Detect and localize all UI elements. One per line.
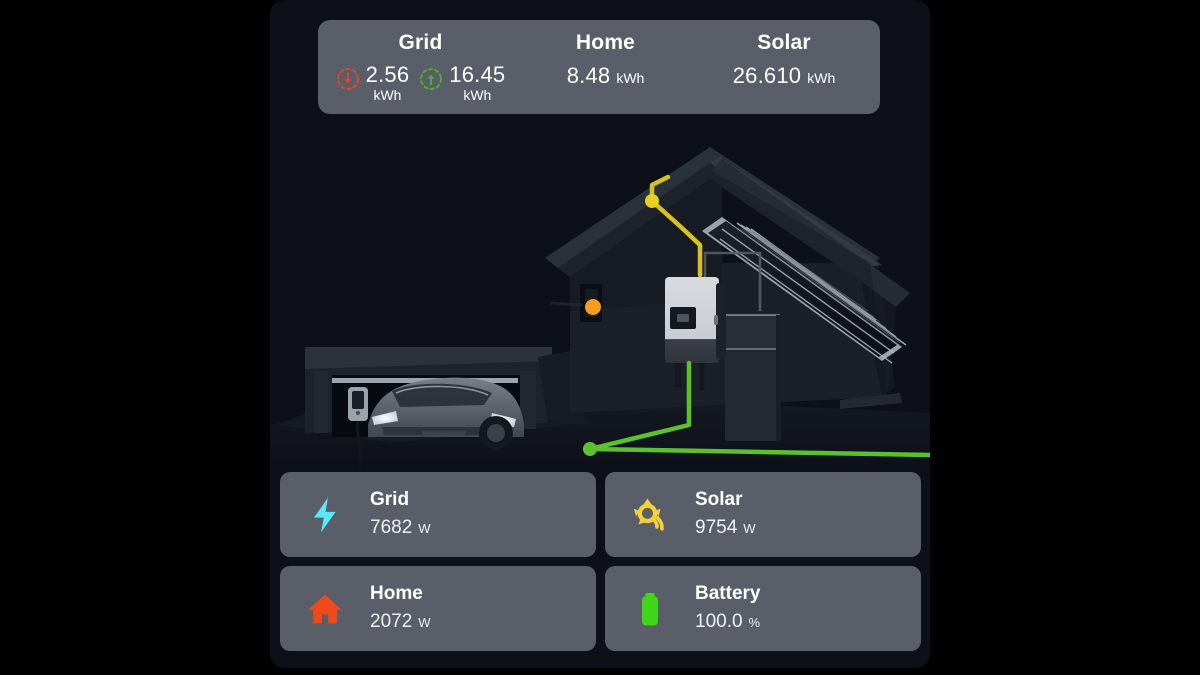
grid-flow-line (583, 360, 930, 458)
charger-status-indicator-icon (585, 299, 601, 315)
stat-value-row-battery: 100.0 % (695, 611, 760, 633)
summary-grid-title: Grid (398, 31, 443, 54)
summary-home-metric: 8.48 kWh (567, 63, 645, 89)
stat-label-home: Home (370, 582, 423, 604)
stat-value-home: 2072 (370, 611, 413, 633)
wall-meter-panel[interactable] (549, 284, 602, 322)
energy-flow-illustration (270, 125, 930, 470)
grid-flow-dot (583, 442, 597, 456)
summary-solar-title: Solar (757, 31, 811, 54)
solar-inverter[interactable] (665, 277, 726, 391)
summary-grid-export: 16.45 kWh (419, 63, 505, 103)
stat-text-solar: Solar 9754 W (695, 488, 756, 540)
stat-value-solar: 9754 (695, 517, 738, 539)
stat-unit-battery: % (748, 615, 761, 631)
summary-home-column[interactable]: Home 8.48 kWh (523, 20, 688, 89)
stat-unit-solar: W (743, 521, 756, 537)
summary-solar-metric: 26.610 kWh (733, 63, 836, 89)
stat-text-grid: Grid 7682 W (370, 488, 431, 540)
summary-home-unit: kWh (616, 70, 645, 86)
summary-solar-value: 26.610 (732, 63, 802, 88)
stat-card-grid[interactable]: Grid 7682 W (280, 472, 596, 557)
ev-wall-charger-icon[interactable] (348, 387, 368, 470)
summary-grid-import: 2.56 kWh (336, 63, 410, 103)
stat-unit-grid: W (418, 521, 431, 537)
solar-flow-dot (645, 194, 659, 208)
solar-flow-line (645, 174, 703, 278)
arrow-down-circle-icon (336, 68, 359, 90)
stat-card-solar[interactable]: Solar 9754 W (605, 472, 921, 557)
stat-text-battery: Battery 100.0 % (695, 582, 761, 634)
stat-value-row-home: 2072 W (370, 611, 431, 633)
foreground-fade (270, 461, 930, 470)
summary-grid-export-unit: kWh (463, 87, 492, 104)
arrow-up-circle-icon (420, 68, 443, 90)
summary-grid-import-value: 2.56 (365, 62, 410, 87)
stat-value-battery: 100.0 (695, 611, 743, 633)
summary-solar-column[interactable]: Solar 26.610 kWh (688, 20, 880, 89)
stat-card-home[interactable]: Home 2072 W (280, 566, 596, 651)
stat-label-battery: Battery (695, 582, 761, 604)
summary-home-value: 8.48 (566, 63, 611, 88)
lightning-bolt-icon (302, 492, 348, 538)
electric-car (368, 377, 524, 450)
summary-solar-unit: kWh (807, 70, 836, 86)
summary-grid-column[interactable]: Grid 2.56 kWh (318, 20, 523, 103)
daily-energy-summary-bar: Grid 2.56 kWh (318, 20, 880, 114)
sun-icon (627, 492, 673, 538)
stat-value-grid: 7682 (370, 517, 413, 539)
stat-value-row-grid: 7682 W (370, 517, 431, 539)
live-power-cards: Grid 7682 W (280, 472, 921, 651)
summary-home-title: Home (575, 31, 636, 54)
house-icon (302, 586, 348, 632)
stat-value-row-solar: 9754 W (695, 517, 756, 539)
stat-unit-home: W (418, 615, 431, 631)
summary-grid-export-value: 16.45 (449, 62, 506, 87)
stat-label-solar: Solar (695, 488, 743, 510)
house-baseboard-right (840, 393, 902, 409)
summary-grid-import-unit: kWh (373, 87, 402, 104)
battery-storage-unit[interactable] (703, 251, 781, 441)
stat-text-home: Home 2072 W (370, 582, 431, 634)
stat-label-grid: Grid (370, 488, 410, 510)
stat-card-battery[interactable]: Battery 100.0 % (605, 566, 921, 651)
house-scene (270, 125, 930, 470)
battery-full-icon (627, 586, 673, 632)
dashboard-panel: Grid 2.56 kWh (270, 0, 930, 668)
